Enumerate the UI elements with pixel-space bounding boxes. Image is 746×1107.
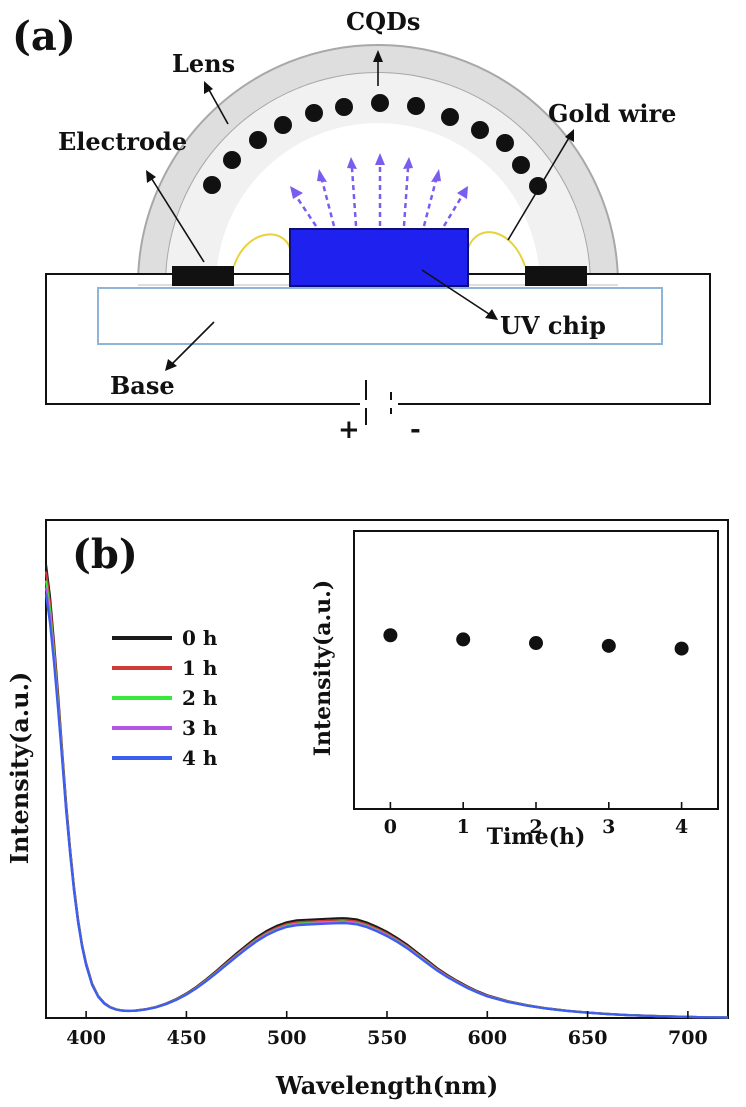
gold-wire-left (233, 233, 291, 267)
series-line-4 (44, 594, 729, 1019)
cqd-dot (249, 131, 267, 149)
label-gold-wire: Gold wire (548, 99, 676, 128)
spectra-series (44, 564, 729, 1019)
inset-x-tick-label: 0 (384, 816, 397, 838)
cqd-dot (203, 176, 221, 194)
inset-x-tick-label: 3 (602, 816, 615, 838)
legend-label-1: 1 h (182, 656, 218, 680)
cqd-dots (203, 94, 547, 195)
x-tick-label: 600 (467, 1027, 507, 1049)
cqd-dot (512, 156, 530, 174)
inset-point-3 (601, 638, 616, 653)
inset-point-0 (383, 628, 398, 643)
x-tick-label: 700 (668, 1027, 708, 1049)
cqd-dot (371, 94, 389, 112)
x-tick-label: 550 (367, 1027, 407, 1049)
inset-point-1 (456, 632, 471, 647)
legend-label-4: 4 h (182, 746, 218, 770)
callout-arrowheads (146, 50, 574, 371)
y-axis-label: Intensity(a.u.) (5, 672, 34, 865)
x-axis-label: Wavelength(nm) (275, 1071, 498, 1100)
inset-x-axis-ticks: 0 1 2 3 4 (384, 802, 688, 838)
inset-x-tick-label: 2 (529, 816, 542, 838)
cqd-dot (496, 134, 514, 152)
x-tick-label: 500 (267, 1027, 307, 1049)
panel-a: (a) (12, 7, 711, 445)
panel-b-label: (b) (72, 531, 138, 578)
legend-label-2: 2 h (182, 686, 218, 710)
panel-a-label: (a) (12, 13, 76, 60)
cqd-dot (223, 151, 241, 169)
label-electrode: Electrode (58, 127, 187, 156)
inset-x-axis-label: Time(h) (487, 824, 586, 850)
emission-arrows (294, 164, 464, 227)
cqd-dot (471, 121, 489, 139)
x-axis-ticks: 400 450 500 550 600 650 700 (66, 1011, 708, 1049)
label-cqds: CQDs (346, 7, 420, 36)
gold-wire-right (467, 231, 526, 267)
inset-points (383, 628, 689, 656)
label-minus: - (410, 415, 421, 445)
inset-y-axis-label: Intensity(a.u.) (310, 580, 336, 757)
label-plus: + (338, 415, 360, 445)
cqd-dot (305, 104, 323, 122)
electrode-left (172, 266, 234, 286)
x-tick-label: 650 (568, 1027, 608, 1049)
inset-x-tick-label: 1 (457, 816, 470, 838)
cqd-dot (407, 97, 425, 115)
inset-plot-frame (353, 530, 719, 810)
legend: 0 h 1 h 2 h 3 h 4 h (112, 626, 218, 770)
panel-b: (b) 400 450 500 550 600 650 700 Wavelength(nm)… (5, 519, 729, 1100)
x-tick-label: 450 (167, 1027, 207, 1049)
base (97, 287, 663, 345)
uv-chip (289, 228, 469, 287)
callout-lines (149, 56, 571, 367)
cqd-dot (335, 98, 353, 116)
legend-label-0: 0 h (182, 626, 218, 650)
electrode-right (525, 266, 587, 286)
inset-x-tick-label: 4 (675, 816, 688, 838)
inset-point-2 (529, 636, 543, 651)
emission-arrowheads (290, 153, 468, 199)
cqd-dot (274, 116, 292, 134)
label-lens: Lens (172, 49, 235, 78)
label-uv-chip: UV chip (500, 311, 606, 340)
legend-label-3: 3 h (182, 716, 218, 740)
cqd-dot (441, 108, 459, 126)
x-tick-label: 400 (66, 1027, 106, 1049)
label-base: Base (110, 371, 175, 400)
inset-point-4 (674, 641, 689, 656)
